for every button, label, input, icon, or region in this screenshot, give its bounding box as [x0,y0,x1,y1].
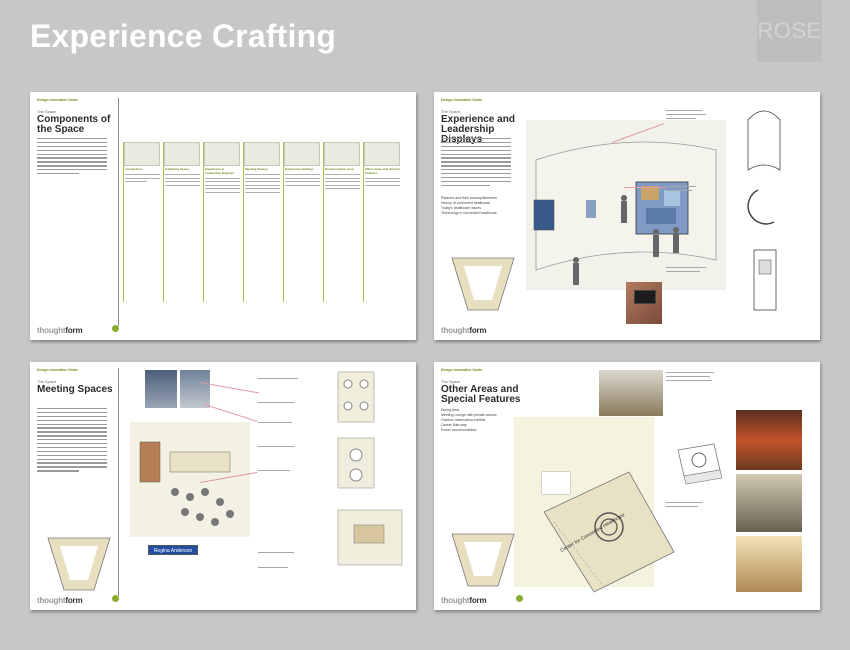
page-number-dot [112,325,119,332]
callout-text [666,190,692,192]
body-text [441,138,511,189]
meeting-room-render [139,441,234,526]
callout-text [258,446,294,448]
column-other-areas: Other Areas and Special Features [363,142,401,302]
brochure-book [543,471,675,593]
page-number-dot [112,595,119,602]
guide-label: Design Innovation Guide [441,98,483,102]
spread-components: Design Innovation Guide The Space Compon… [30,92,416,340]
polaroid-photo [542,472,570,494]
callout-text [258,402,294,404]
callout-text [258,567,288,569]
callout-text [258,470,290,472]
meeting-photo-1 [145,370,177,408]
callout-text [666,372,714,374]
callout-text [666,267,706,269]
callout-text [666,380,712,382]
phone-screen [634,290,656,304]
section-label: The Space [37,379,57,384]
lounge-photo [736,410,802,470]
thoughtform-logo: thoughtform [37,326,83,335]
thoughtform-logo: thoughtform [37,596,83,605]
guide-label: Design Innovation Guide [37,98,79,102]
meeting-photo-2 [180,370,210,408]
callout-text [666,186,696,188]
callout-text [666,502,702,504]
callout-leader [624,187,666,188]
callout-leader [204,404,258,422]
spread-heading: Components of the Space [37,114,111,135]
display-topics-list: Partners and their accomplishments Histo… [441,196,497,215]
spread-heading: Meeting Spaces [37,384,113,395]
column-divider [118,368,119,596]
callout-text [666,110,702,112]
callout-text [666,118,696,120]
body-text [37,138,107,177]
callout-text [666,271,700,273]
thoughtform-logo: thoughtform [441,596,487,605]
callout-text [258,378,298,380]
page-number-dot [516,595,523,602]
section-label: The Space [37,109,57,114]
section-label: The Space [441,109,461,114]
callout-text [258,422,292,424]
column-meeting: Meeting Spaces [243,142,281,302]
dining-room-photo [736,474,802,532]
guide-label: Design Innovation Guide [37,368,79,372]
page-title: Experience Crafting [30,18,337,54]
column-displays: Experience & Leadership Displays [203,142,241,302]
floor-plan-icon [451,257,515,311]
spread-heading: Experience and Leadership Displays [441,114,515,145]
spread-heading: Other Areas and Special Features [441,384,521,405]
kiosk-diagrams [747,110,781,311]
dining-photo [599,370,663,416]
callout-text [666,114,706,116]
column-divider [118,98,119,326]
spread-meeting: Design Innovation Guide The Space Meetin… [30,362,416,610]
watermark-logo: ROSE [757,0,822,62]
floor-plan-icon [47,537,111,591]
table-layout-diagrams [337,371,403,566]
spread-other-areas: Design Innovation Guide The Space Other … [434,362,820,610]
column-experience: Experience Settings [283,142,321,302]
column-gathering: Gathering Space [163,142,201,302]
callout-text [258,552,294,554]
section-label: The Space [441,379,461,384]
meeting-room-photo [736,536,802,592]
column-demonstration: Demonstration Area [323,142,361,302]
spread-displays: Design Innovation Guide The Space Experi… [434,92,820,340]
name-badge: Regina Anderson [148,545,198,555]
callout-text [666,376,710,378]
guide-label: Design Innovation Guide [441,368,483,372]
thoughtform-logo: thoughtform [441,326,487,335]
features-list: Dining Area Meeting Lounge with private … [441,408,497,432]
floor-plan-icon [451,533,515,587]
body-text [37,408,107,474]
column-arrival: Arrival Area [123,142,161,302]
laptop-illustration [677,443,723,485]
callout-text [666,506,698,508]
